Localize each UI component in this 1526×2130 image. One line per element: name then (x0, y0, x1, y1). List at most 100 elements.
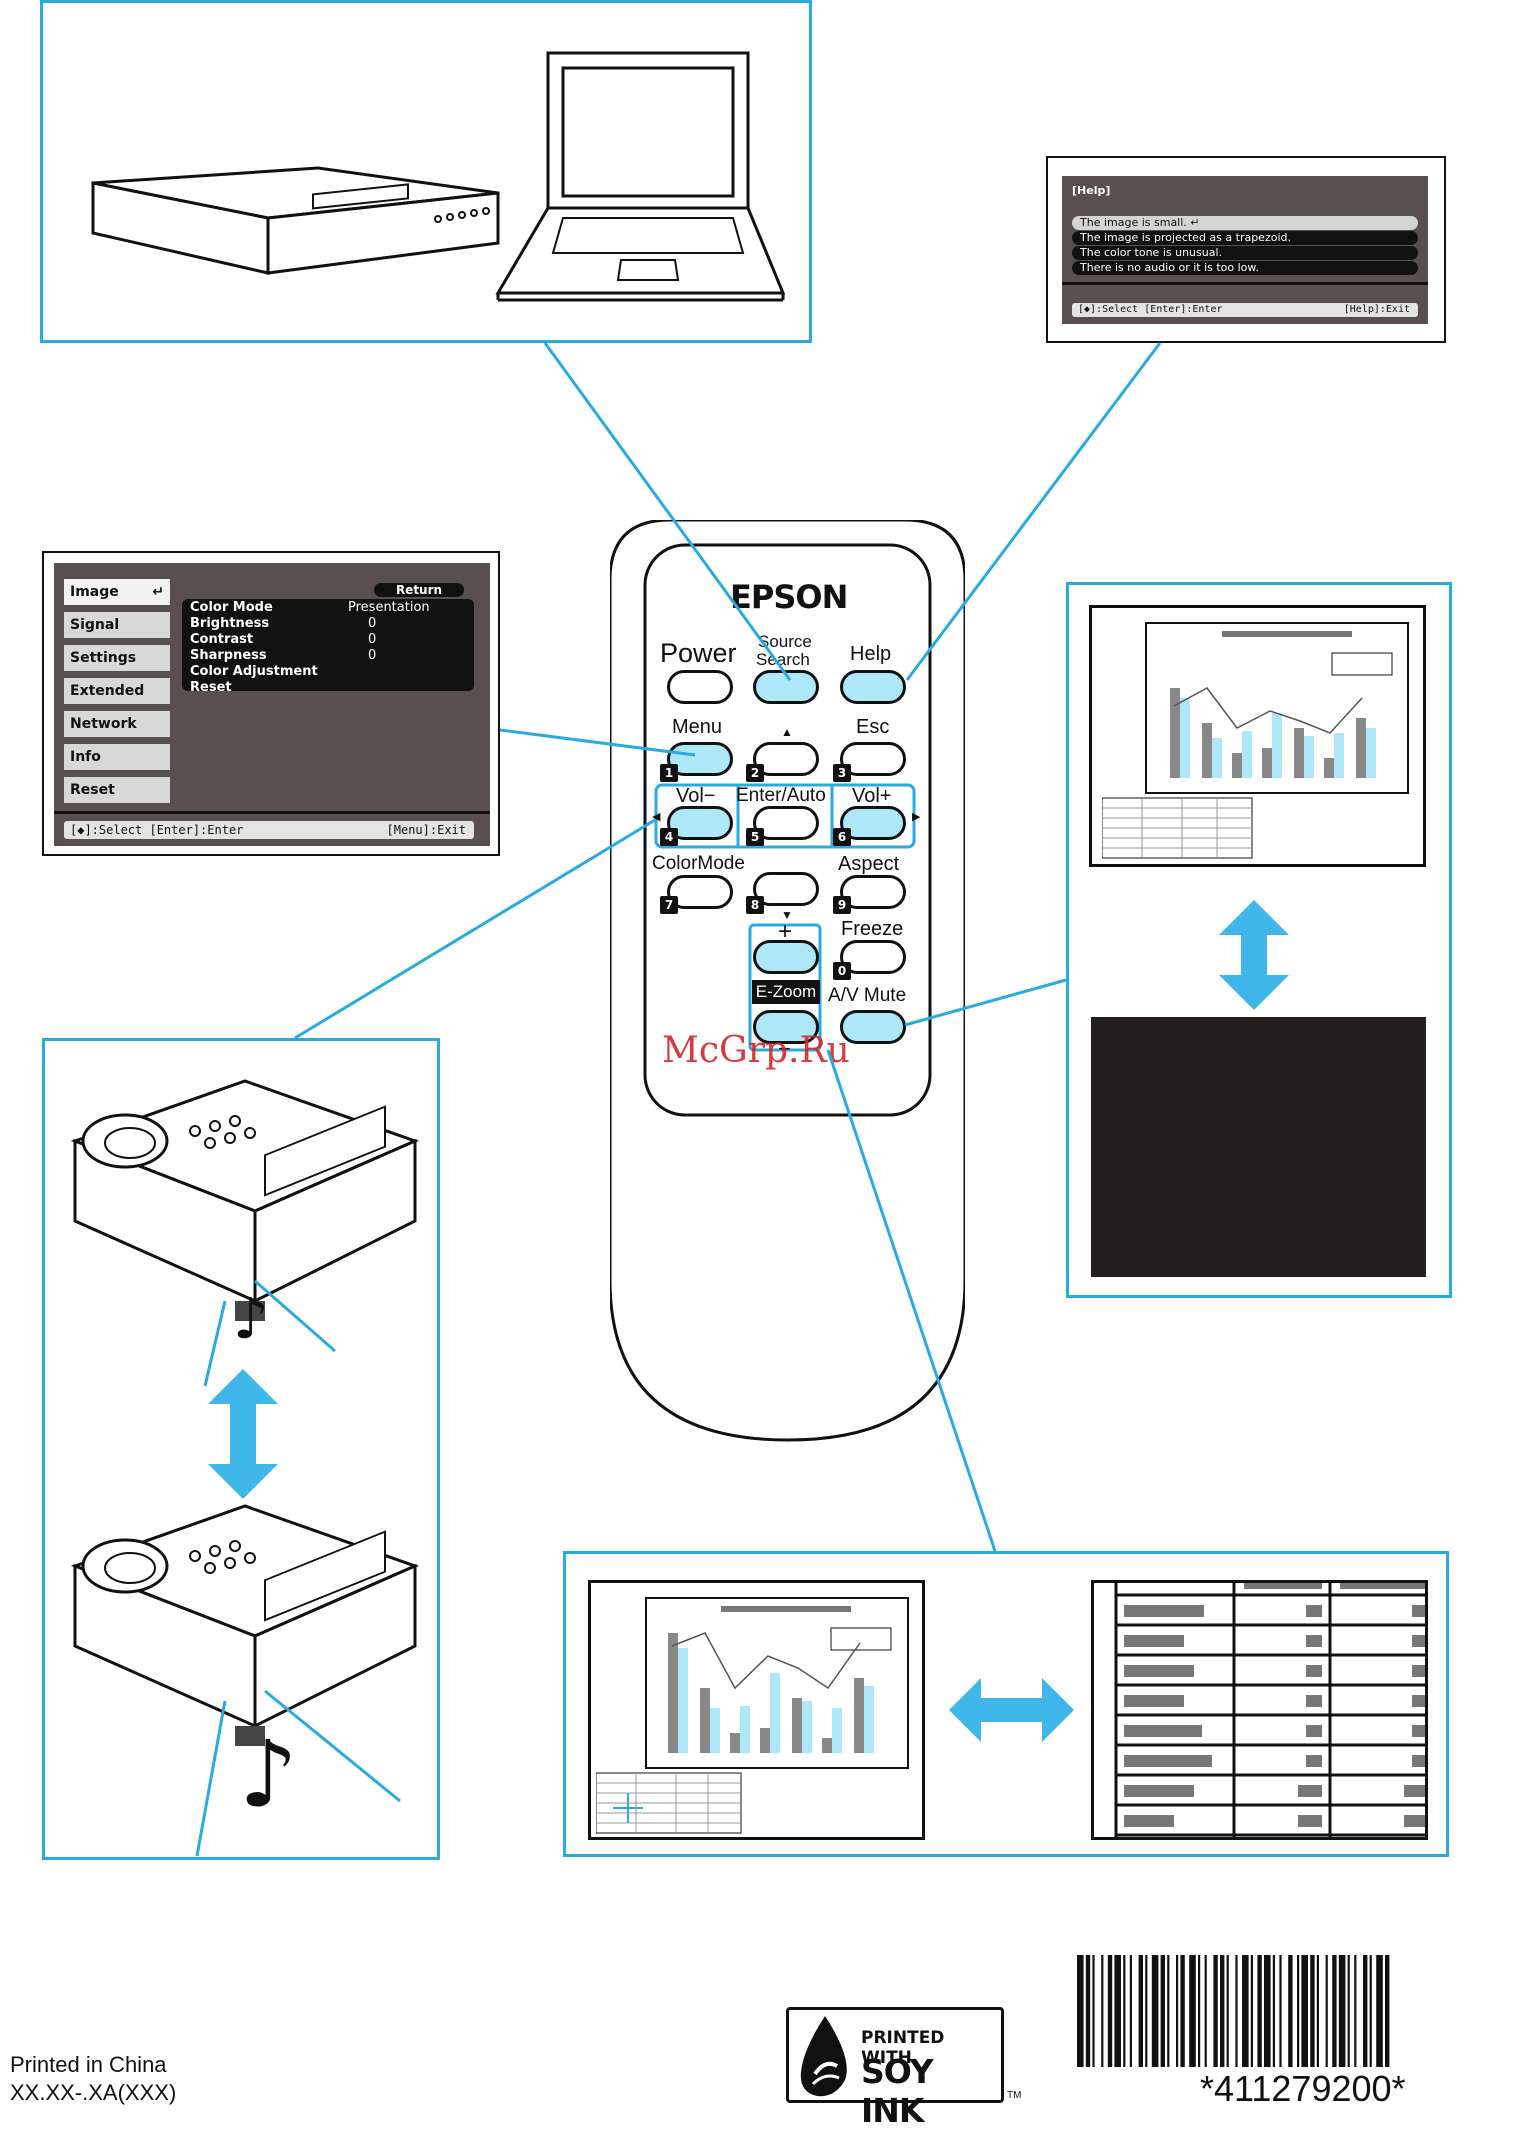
help-item-4[interactable]: There is no audio or it is too low. (1072, 261, 1418, 275)
printed-in-label: Printed in China (10, 2052, 167, 2077)
barcode-bar (1264, 1955, 1271, 2067)
source-search-label-1: Source (758, 632, 812, 651)
document-code: XX.XX-.XA(XXX) (10, 2080, 177, 2105)
vol-plus-label: Vol+ (852, 785, 892, 807)
barcode-bar (1114, 1955, 1121, 2067)
vertical-double-arrow-icon (208, 1369, 278, 1499)
aspect-label: Aspect (838, 853, 900, 875)
barcode (1075, 1955, 1521, 2067)
color-mode-button[interactable] (667, 875, 733, 909)
barcode-bar (1198, 1955, 1201, 2067)
dvd-player-illustration (91, 166, 500, 275)
barcode-bar (1107, 1955, 1113, 2067)
menu-tab-signal[interactable]: Signal (64, 612, 170, 638)
projector-illustration-top (70, 1079, 420, 1321)
zoom-in-button[interactable] (753, 940, 819, 974)
menu-tab-settings[interactable]: Settings (64, 645, 170, 671)
number-3-badge: 3 (833, 764, 851, 782)
blank-black-screen (1091, 1017, 1426, 1277)
barcode-number: *411279200* (1200, 2068, 1406, 2109)
barcode-bar (1101, 1955, 1104, 2067)
menu-tab-image[interactable]: Image ↵ (64, 579, 170, 605)
barcode-bar (1180, 1955, 1185, 2067)
presentation-chart-thumbnail (596, 1597, 909, 1834)
barcode-bar (1376, 1955, 1383, 2067)
esc-label: Esc (856, 716, 890, 738)
return-button[interactable]: Return (374, 583, 464, 597)
barcode-bar (1347, 1955, 1350, 2067)
menu-tab-reset[interactable]: Reset (64, 777, 170, 803)
barcode-bar (1338, 1955, 1346, 2067)
vol-minus-button[interactable] (667, 806, 733, 840)
watermark: McGrp.Ru (662, 1030, 850, 1071)
help-button[interactable] (840, 670, 906, 704)
barcode-bar (1077, 1955, 1084, 2067)
down-arrow-icon: ▼ (781, 908, 793, 922)
barcode-bar (1235, 1955, 1238, 2067)
av-mute-label: A/V Mute (828, 985, 907, 1006)
help-item-3[interactable]: The color tone is unusual. (1072, 246, 1418, 260)
menu-row-reset[interactable]: Reset (190, 680, 232, 695)
enter-auto-button[interactable] (753, 806, 819, 840)
help-screen: [Help] The image is small. ↵ The image i… (1062, 176, 1428, 324)
menu-row-color-adjustment[interactable]: Color Adjustment (190, 664, 318, 679)
number-9-badge: 9 (833, 896, 851, 914)
trademark-mark: TM (1007, 2090, 1022, 2101)
barcode-bar (1226, 1955, 1229, 2067)
menu-tab-network[interactable]: Network (64, 711, 170, 737)
freeze-label: Freeze (841, 918, 904, 940)
menu-tab-extended[interactable]: Extended (64, 678, 170, 704)
power-button[interactable] (667, 670, 733, 704)
speaker-callout (203, 1279, 336, 1387)
source-search-label-2: Search (756, 650, 810, 669)
barcode-bar (1316, 1955, 1319, 2067)
e-zoom-panel (563, 1551, 1449, 1857)
vol-plus-button[interactable] (840, 806, 906, 840)
help-item-2[interactable]: The image is projected as a trapezoid. (1072, 231, 1418, 245)
horizontal-double-arrow-icon (949, 1678, 1074, 1742)
enter-auto-label: Enter/Auto (736, 785, 826, 806)
barcode-bar (1354, 1955, 1357, 2067)
barcode-bar (1138, 1955, 1143, 2067)
number-6-badge: 6 (833, 828, 851, 846)
number-2-badge: 2 (746, 764, 764, 782)
barcode-bar (1092, 1955, 1095, 2067)
enter-icon: ↵ (152, 584, 164, 600)
barcode-bar (1167, 1955, 1170, 2067)
av-mute-button[interactable] (840, 1010, 906, 1044)
menu-tab-info[interactable]: Info (64, 744, 170, 770)
enter-icon: ↵ (1190, 216, 1200, 229)
barcode-bar (1151, 1955, 1159, 2067)
number-8-badge: 8 (746, 896, 764, 914)
barcode-bar (1279, 1955, 1282, 2067)
barcode-bar (1257, 1955, 1262, 2067)
help-status-bar: [◆]:Select [Enter]:Enter [Help]:Exit (1072, 303, 1418, 317)
up-button[interactable] (753, 742, 819, 776)
freeze-button[interactable] (840, 940, 906, 974)
soy-ink-line2: SOY INK (861, 2052, 934, 2130)
music-note-small-icon: ♪ (233, 1287, 269, 1352)
aspect-button[interactable] (840, 875, 906, 909)
zoom-out-button[interactable] (753, 1010, 819, 1044)
barcode-bar (1332, 1955, 1337, 2067)
barcode-bar (1189, 1955, 1196, 2067)
e-zoom-label: E-Zoom (752, 980, 820, 1004)
help-screen-frame: [Help] The image is small. ↵ The image i… (1046, 156, 1446, 343)
volume-panel: ♪ ♪ (42, 1038, 440, 1860)
source-search-button[interactable] (753, 670, 819, 704)
help-item-1[interactable]: The image is small. ↵ (1072, 216, 1418, 230)
down-button[interactable] (753, 872, 819, 906)
soybean-drop-icon (800, 2016, 847, 2097)
remote-control: EPSON Power Source Search Help Menu Esc … (610, 520, 965, 1445)
esc-button[interactable] (840, 742, 906, 776)
right-arrow-icon: ▶ (912, 811, 921, 823)
barcode-bar (1297, 1955, 1300, 2067)
presentation-chart-thumbnail (1102, 622, 1409, 859)
laptop-illustration (495, 51, 786, 302)
remote-brand: EPSON (730, 578, 848, 616)
menu-status-left: [◆]:Select [Enter]:Enter (70, 823, 244, 837)
